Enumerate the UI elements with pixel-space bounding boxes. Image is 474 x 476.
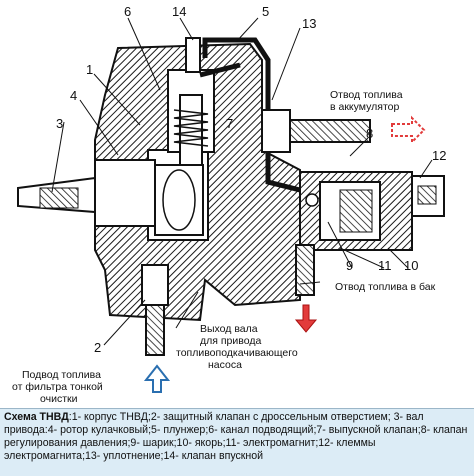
svg-text:для привода: для привода xyxy=(200,335,261,347)
cam-rotor xyxy=(154,164,204,236)
accumulator-arrow xyxy=(391,115,426,145)
part-number: 7 xyxy=(226,116,233,131)
part-number: 13 xyxy=(302,16,316,31)
supply-channel xyxy=(199,37,301,193)
svg-text:Отвод топлива: Отвод топлива xyxy=(330,89,403,101)
part-number: 4 xyxy=(70,88,77,103)
caption: Схема ТНВД:1- корпус ТНВД;2- защитный кл… xyxy=(0,408,474,476)
label-fuel-return-accumulator: Отвод топлива в аккумулятор xyxy=(330,89,403,113)
pump-schematic: 6 14 5 13 1 4 3 7 8 12 9 11 10 2 Отвод т… xyxy=(12,4,446,405)
svg-text:насоса: насоса xyxy=(208,359,242,371)
label-shaft-output: Выход вала для привода топливоподкачиваю… xyxy=(176,323,298,371)
fuel-supply-arrow xyxy=(143,364,171,393)
label-fuel-return-tank: Отвод топлива в бак xyxy=(335,281,436,293)
part-number: 10 xyxy=(404,258,418,273)
pressure-valve xyxy=(299,171,445,251)
svg-text:от фильтра тонкой: от фильтра тонкой xyxy=(12,381,103,393)
leader-lines xyxy=(51,17,433,346)
tank-return-pipe xyxy=(295,244,315,296)
plunger-assembly xyxy=(173,37,209,166)
svg-text:Подвод топлива: Подвод топлива xyxy=(22,369,101,381)
tank-return-arrow xyxy=(294,304,318,333)
part-number: 2 xyxy=(94,340,101,355)
part-number: 9 xyxy=(346,258,353,273)
svg-text:топливоподкачивающего: топливоподкачивающего xyxy=(176,347,298,359)
part-number: 14 xyxy=(172,4,186,19)
part-number: 1 xyxy=(86,62,93,77)
svg-text:в аккумулятор: в аккумулятор xyxy=(330,101,399,113)
part-number: 3 xyxy=(56,116,63,131)
inlet-valve xyxy=(141,264,169,356)
outlet-pipe xyxy=(261,109,371,153)
label-fuel-supply: Подвод топлива от фильтра тонкой очистки xyxy=(12,369,103,405)
drive-shaft xyxy=(17,159,156,227)
part-number: 5 xyxy=(262,4,269,19)
part-number: 8 xyxy=(366,126,373,141)
caption-text: :1- корпус ТНВД;2- защитный клапан с дро… xyxy=(4,411,468,462)
part-number: 12 xyxy=(432,148,446,163)
part-number: 6 xyxy=(124,4,131,19)
part-number: 11 xyxy=(378,258,392,273)
part-numbers: 6 14 5 13 1 4 3 7 8 12 9 11 10 2 xyxy=(56,4,446,355)
caption-title: Схема ТНВД xyxy=(4,411,69,423)
svg-text:очистки: очистки xyxy=(40,393,78,405)
svg-text:Выход вала: Выход вала xyxy=(200,323,258,335)
